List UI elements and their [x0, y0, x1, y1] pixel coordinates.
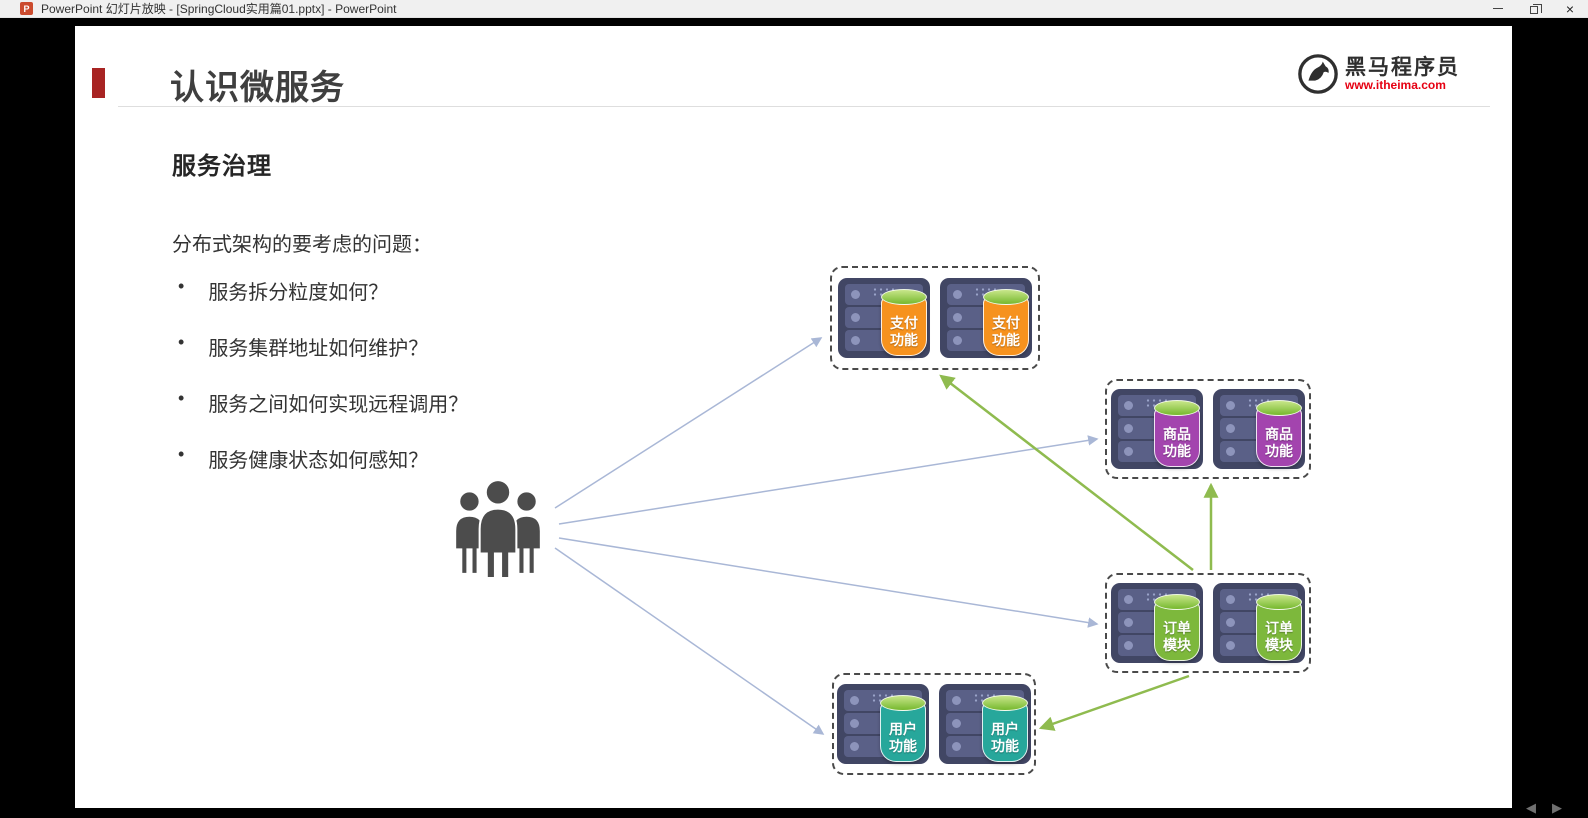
slideshow-stage: 认识微服务 黑马程序员 www.itheima.com 服务治理 分布式架构的要… [0, 18, 1588, 818]
title-accent-bar [92, 68, 105, 98]
service-label: 用户功能 [991, 721, 1019, 754]
bullet-dot: • [178, 332, 185, 352]
server-icon: 用户功能 [939, 684, 1031, 764]
minimize-icon [1493, 8, 1503, 9]
database-icon: 商品功能 [1256, 400, 1302, 467]
window-title: PowerPoint 幻灯片放映 - [SpringCloud实用篇01.ppt… [41, 2, 397, 16]
bullet-item: • 服务拆分粒度如何？ [178, 276, 468, 305]
arrow-order-to-user [1038, 674, 1190, 731]
slide[interactable]: 认识微服务 黑马程序员 www.itheima.com 服务治理 分布式架构的要… [75, 26, 1512, 808]
arrow-users-to-payment [554, 337, 823, 509]
service-label: 支付功能 [890, 315, 918, 348]
service-label: 订单模块 [1163, 620, 1191, 653]
bullet-dot: • [178, 276, 185, 296]
itheima-logo: 黑马程序员 www.itheima.com [1297, 53, 1460, 95]
intro-text: 分布式架构的要考虑的问题： [172, 234, 432, 256]
logo-text: 黑马程序员 www.itheima.com [1345, 55, 1460, 92]
bullet-item: • 服务集群地址如何维护？ [178, 332, 468, 361]
minimize-button[interactable] [1480, 0, 1516, 17]
close-icon: × [1565, 0, 1575, 17]
window-titlebar: P PowerPoint 幻灯片放映 - [SpringCloud实用篇01.p… [0, 0, 1588, 18]
title-divider [118, 106, 1490, 107]
product-cluster: 商品功能 商品功能 [1105, 379, 1311, 479]
service-label: 支付功能 [992, 315, 1020, 348]
server-icon: 商品功能 [1213, 389, 1305, 469]
server-icon: 支付功能 [940, 278, 1032, 358]
section-heading: 服务治理 [172, 153, 272, 180]
database-icon: 支付功能 [983, 289, 1029, 356]
powerpoint-icon: P [20, 2, 33, 15]
server-icon: 支付功能 [838, 278, 930, 358]
order-cluster: 订单模块 订单模块 [1105, 573, 1311, 673]
prev-slide-button[interactable]: ◀ [1526, 800, 1536, 815]
payment-cluster: 支付功能 支付功能 [830, 266, 1040, 370]
database-icon: 订单模块 [1256, 594, 1302, 661]
database-icon: 支付功能 [881, 289, 927, 356]
horse-logo-icon [1298, 54, 1338, 94]
service-label: 商品功能 [1163, 426, 1191, 459]
database-icon: 用户功能 [880, 695, 926, 762]
server-icon: 用户功能 [837, 684, 929, 764]
bullet-list: • 服务拆分粒度如何？ • 服务集群地址如何维护？ • 服务之间如何实现远程调用？ •… [178, 276, 468, 500]
service-label: 订单模块 [1265, 620, 1293, 653]
bullet-text: 服务拆分粒度如何？ [208, 282, 389, 304]
powerpoint-icon-letter: P [23, 3, 30, 14]
database-icon: 用户功能 [982, 695, 1028, 762]
slideshow-nav: ◀ ▶ [1526, 800, 1562, 816]
database-icon: 订单模块 [1154, 594, 1200, 661]
restore-button[interactable] [1516, 0, 1552, 17]
arrow-users-to-order [558, 537, 1099, 628]
bullet-item: • 服务健康状态如何感知？ [178, 444, 468, 473]
restore-icon [1530, 3, 1542, 14]
bullet-dot: • [178, 388, 185, 408]
service-label: 用户功能 [889, 721, 917, 754]
service-label: 商品功能 [1265, 426, 1293, 459]
server-icon: 商品功能 [1111, 389, 1203, 469]
bullet-text: 服务集群地址如何维护？ [208, 338, 429, 360]
bullet-text: 服务健康状态如何感知？ [208, 450, 429, 472]
next-slide-button[interactable]: ▶ [1552, 800, 1562, 815]
bullet-item: • 服务之间如何实现远程调用？ [178, 388, 468, 417]
window-controls: × [1480, 0, 1588, 17]
logo-name: 黑马程序员 [1345, 55, 1460, 79]
arrow-users-to-user [554, 547, 825, 735]
users-icon [447, 472, 549, 582]
server-icon: 订单模块 [1213, 583, 1305, 663]
close-button[interactable]: × [1552, 0, 1588, 17]
server-icon: 订单模块 [1111, 583, 1203, 663]
database-icon: 商品功能 [1154, 400, 1200, 467]
bullet-text: 服务之间如何实现远程调用？ [208, 394, 469, 416]
user-cluster: 用户功能 用户功能 [832, 673, 1036, 775]
arrow-users-to-product [558, 435, 1099, 525]
slide-title: 认识微服务 [170, 69, 345, 107]
bullet-dot: • [178, 444, 185, 464]
logo-url: www.itheima.com [1345, 77, 1446, 92]
